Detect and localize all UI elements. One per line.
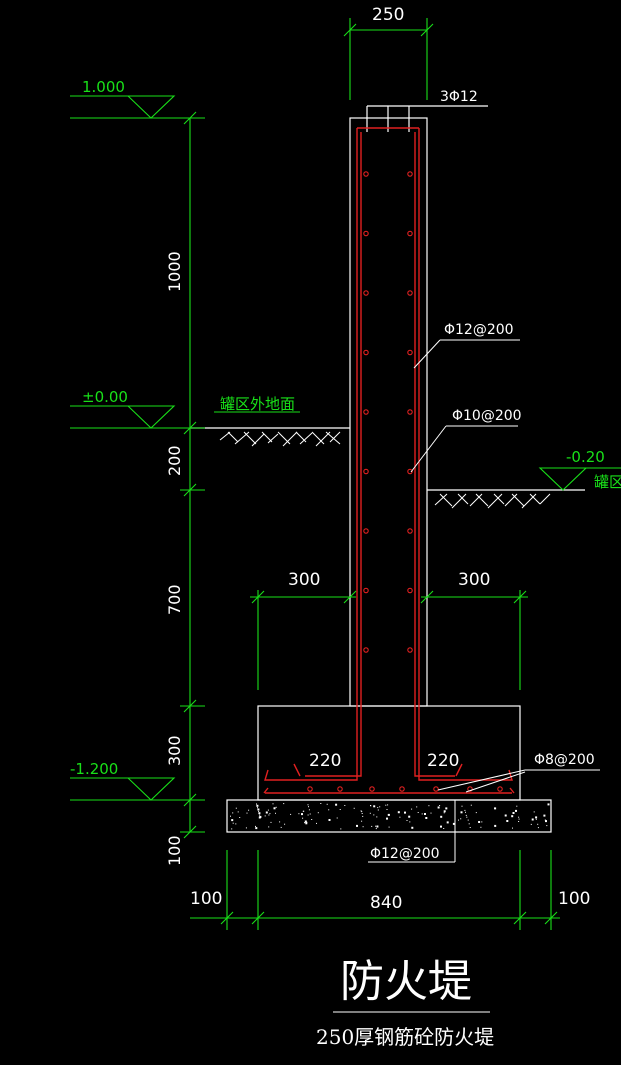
vertical-rebar-label: Φ12@200 <box>444 322 514 338</box>
rebar-dot <box>433 786 439 792</box>
outer-ground-label: 罐区外地面 <box>220 395 295 413</box>
elevation-top-label: 1.000 <box>82 78 125 96</box>
rebar-dot <box>363 647 369 653</box>
rebar-dot <box>399 786 405 792</box>
rebar-dot <box>363 587 369 594</box>
footing-main-rebar-label: Φ12@200 <box>370 846 440 862</box>
height-700-label: 700 <box>165 584 184 615</box>
rebar-dot <box>363 409 369 415</box>
footing-dist-rebar-label: Φ8@200 <box>534 752 595 768</box>
height-100-label: 100 <box>165 835 184 866</box>
elevation-marker-ground <box>126 405 176 429</box>
rebar-dot <box>407 528 413 534</box>
wall-width-label: 250 <box>372 5 404 25</box>
elevation-marker-tank <box>538 467 588 491</box>
rebar-dot <box>407 290 413 296</box>
rebar-outer-right <box>418 128 513 781</box>
rebar-dot <box>407 647 413 653</box>
rebar-inner-right <box>414 132 455 777</box>
rebar-dot <box>407 409 413 415</box>
rebar-dot <box>407 349 413 356</box>
hook-right-label: 220 <box>427 751 459 771</box>
lean-concrete-base <box>226 799 552 833</box>
elevation-bottom-label: -1.200 <box>70 760 118 778</box>
top-bars-label: 3Φ12 <box>440 89 478 105</box>
base-right-label: 100 <box>558 889 590 909</box>
rebar-dot <box>497 786 503 792</box>
drawing-subtitle: 250厚钢筋砼防火堤 <box>316 1025 494 1049</box>
base-width-label: 840 <box>370 893 402 913</box>
rebar-dot <box>363 230 369 237</box>
footing-left-label: 300 <box>288 570 320 590</box>
rebar-section-dots <box>307 171 503 792</box>
elevation-ground-label: ±0.00 <box>82 388 128 406</box>
rebar-dot <box>407 587 413 594</box>
dimension-lines <box>70 18 621 930</box>
base-left-label: 100 <box>190 889 222 909</box>
rebar-dot <box>467 786 473 792</box>
elevation-tank-label: -0.20 <box>566 448 605 466</box>
hook-left-label: 220 <box>309 751 341 771</box>
elevation-marker-top <box>126 95 176 119</box>
rebar-dot <box>363 468 369 475</box>
rebar-dot <box>363 290 369 296</box>
height-200-label: 200 <box>165 445 184 476</box>
horizontal-rebar-label: Φ10@200 <box>452 408 522 424</box>
footing-right-label: 300 <box>458 570 490 590</box>
elevation-marker-bottom <box>126 777 176 801</box>
rebar-outer-left <box>264 128 358 781</box>
leader-lines <box>333 339 600 1013</box>
rebar-dot <box>363 349 369 356</box>
rebar-dot <box>337 786 343 792</box>
soil-hatch-left <box>219 431 341 447</box>
rebar-dot <box>407 230 413 237</box>
footing-outline <box>257 705 521 801</box>
rebar-dot <box>407 171 413 177</box>
drawing-title: 防火堤 <box>340 956 472 1007</box>
rebar-cage <box>263 127 515 794</box>
soil-hatch-right <box>434 493 551 509</box>
rebar-dot <box>307 786 313 792</box>
height-300-label: 300 <box>165 735 184 766</box>
rebar-inner-left <box>305 132 362 777</box>
rebar-dot <box>363 528 369 534</box>
rebar-dot <box>407 468 413 475</box>
height-1000-label: 1000 <box>165 251 184 292</box>
structure-outline <box>190 105 585 801</box>
tank-area-label: 罐区 <box>594 473 621 491</box>
rebar-dot <box>369 786 375 792</box>
rebar-dot <box>363 171 369 177</box>
